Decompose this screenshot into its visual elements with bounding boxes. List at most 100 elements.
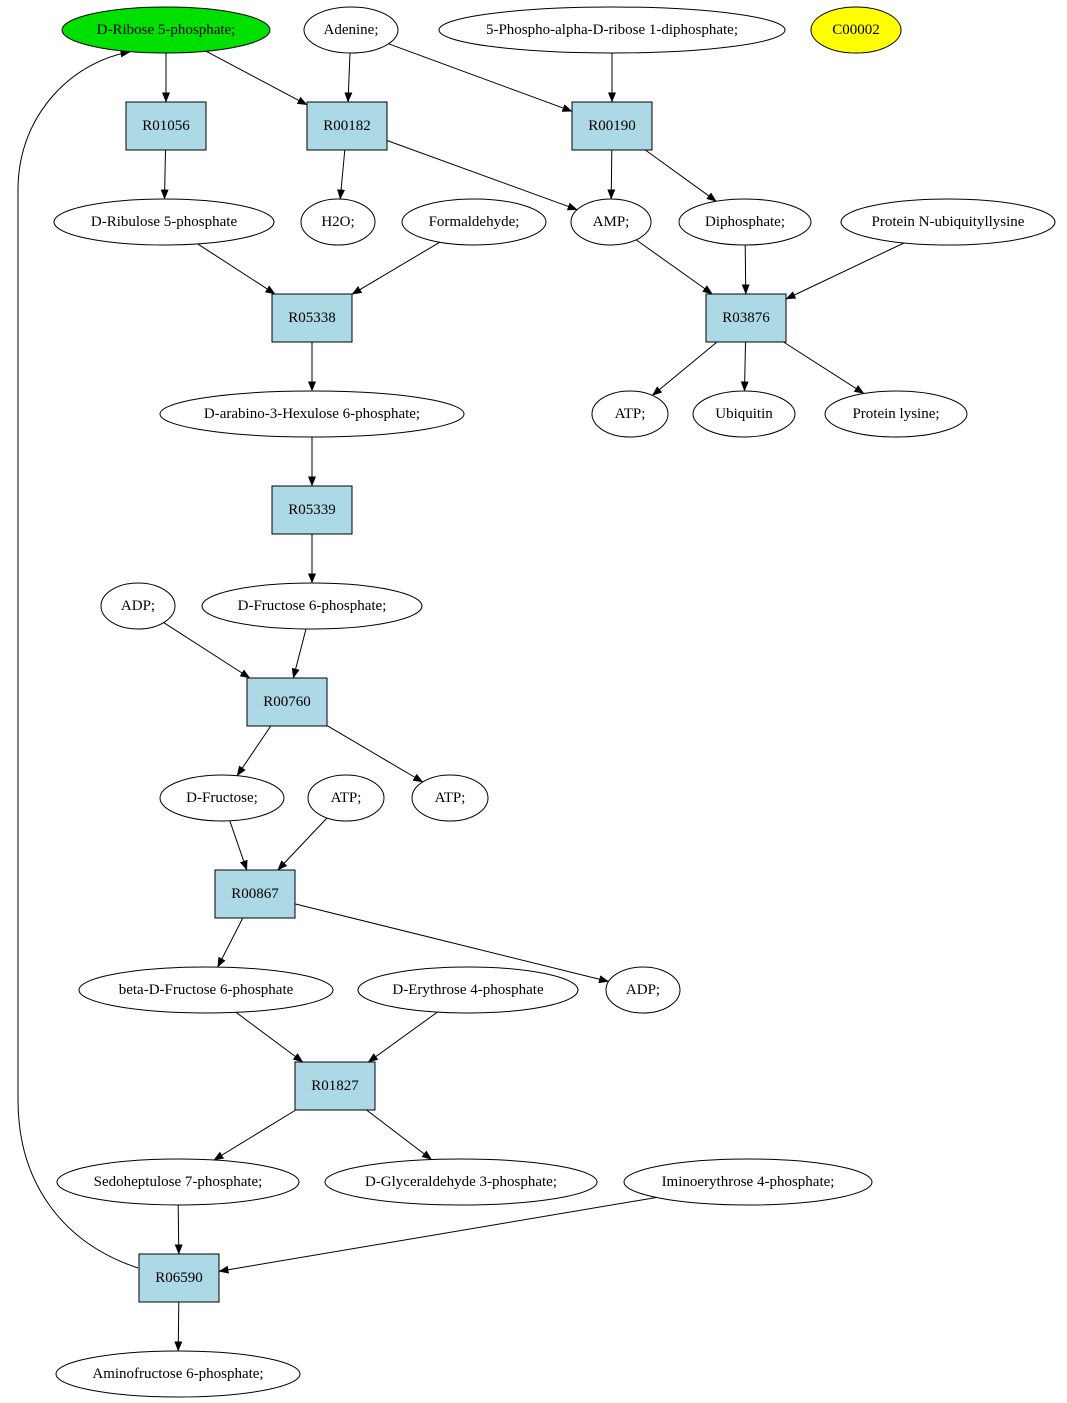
edge-sed7p-to-R06590	[174, 1204, 183, 1255]
edge-fructose-to-R00867	[229, 820, 248, 871]
reaction-box	[214, 869, 296, 919]
edge-R00867-to-bfru6p	[217, 917, 244, 968]
edge-R00190-to-diphosphate	[645, 149, 717, 202]
reaction-node-R06590[interactable]: R06590	[138, 1253, 220, 1303]
compound-ellipse	[303, 6, 399, 54]
reaction-node-R00182[interactable]: R00182	[306, 101, 388, 151]
compound-ellipse	[401, 198, 547, 246]
node-label: D-arabino-3-Hexulose 6-phosphate;	[204, 406, 420, 422]
edge-R01827-to-sed7p	[213, 1109, 297, 1161]
edge-formaldehyde-to-R05338	[351, 241, 441, 295]
compound-ellipse	[61, 6, 271, 54]
reaction-node-R01827[interactable]: R01827	[294, 1061, 376, 1111]
node-label: R05339	[288, 502, 336, 518]
reaction-node-R01056[interactable]: R01056	[125, 101, 207, 151]
compound-ellipse	[300, 198, 376, 246]
edge-amp-to-R03876	[635, 239, 713, 295]
node-label: Formaldehyde;	[429, 214, 520, 230]
reaction-node-R05338[interactable]: R05338	[271, 293, 353, 343]
edge-fru6p-to-R00760	[291, 628, 307, 679]
reaction-box	[294, 1061, 376, 1111]
node-label: R00760	[263, 694, 311, 710]
edge-ribu5p-to-R05338	[197, 243, 276, 295]
compound-node-ery4p[interactable]: D-Erythrose 4-phosphate	[357, 966, 579, 1014]
edge-adp_top-to-R00760	[163, 622, 251, 679]
compound-node-fru6p[interactable]: D-Fructose 6-phosphate;	[201, 582, 423, 630]
reaction-node-R03876[interactable]: R03876	[705, 293, 787, 343]
reaction-box	[138, 1253, 220, 1303]
reaction-box	[125, 101, 207, 151]
compound-node-formaldehyde[interactable]: Formaldehyde;	[401, 198, 547, 246]
compound-node-iminoery[interactable]: Iminoerythrose 4-phosphate;	[623, 1158, 873, 1206]
compound-node-adp_top[interactable]: ADP;	[100, 582, 176, 630]
compound-node-h2o[interactable]: H2O;	[300, 198, 376, 246]
compound-node-atp_mid[interactable]: ATP;	[307, 774, 385, 822]
node-label: 5-Phospho-alpha-D-ribose 1-diphosphate;	[486, 22, 738, 38]
compound-node-rib5p[interactable]: D-Ribose 5-phosphate;	[61, 6, 271, 54]
compound-node-bfru6p[interactable]: beta-D-Fructose 6-phosphate	[78, 966, 334, 1014]
compound-ellipse	[324, 1158, 598, 1206]
edge-R03876-to-protlys	[783, 341, 865, 394]
node-label: Iminoerythrose 4-phosphate;	[662, 1174, 835, 1190]
node-label: R00867	[231, 886, 279, 902]
reaction-node-R00867[interactable]: R00867	[214, 869, 296, 919]
reaction-node-R00760[interactable]: R00760	[246, 677, 328, 727]
edge-diphosphate-to-R03876	[741, 244, 750, 295]
compound-node-hexulose[interactable]: D-arabino-3-Hexulose 6-phosphate;	[159, 390, 465, 438]
compound-node-ribu5p[interactable]: D-Ribulose 5-phosphate	[53, 198, 275, 246]
node-label: D-Fructose;	[186, 790, 258, 806]
compound-ellipse	[201, 582, 423, 630]
compound-node-atp_top[interactable]: ATP;	[591, 390, 669, 438]
compound-ellipse	[159, 390, 465, 438]
node-label: Protein N-ubiquityllysine	[872, 214, 1025, 230]
node-label: C00002	[832, 22, 880, 38]
compound-ellipse	[591, 390, 669, 438]
node-label: R01056	[142, 118, 190, 134]
edge-R06590-to-rib5p	[17, 49, 139, 1269]
compound-ellipse	[824, 390, 968, 438]
compound-node-sed7p[interactable]: Sedoheptulose 7-phosphate;	[56, 1158, 300, 1206]
compound-ellipse	[357, 966, 579, 1014]
edge-R00867-to-adp_bottom	[294, 903, 610, 984]
reaction-box	[246, 677, 328, 727]
reaction-node-R00190[interactable]: R00190	[571, 101, 653, 151]
compound-ellipse	[56, 1158, 300, 1206]
compound-node-adp_bottom[interactable]: ADP;	[605, 966, 681, 1014]
edge-R00190-to-amp	[607, 149, 616, 200]
reaction-box	[271, 485, 353, 535]
compound-ellipse	[623, 1158, 873, 1206]
compound-ellipse	[307, 774, 385, 822]
node-label: Aminofructose 6-phosphate;	[92, 1366, 263, 1382]
node-label: R03876	[722, 310, 770, 326]
compound-node-diphosphate[interactable]: Diphosphate;	[678, 198, 812, 246]
edges-layer	[17, 43, 905, 1352]
compound-ellipse	[570, 198, 652, 246]
node-label: R06590	[155, 1270, 203, 1286]
compound-node-protnub[interactable]: Protein N-ubiquityllysine	[840, 198, 1056, 246]
node-label: beta-D-Fructose 6-phosphate	[119, 982, 294, 998]
edge-ery4p-to-R01827	[367, 1011, 438, 1063]
nodes-layer: D-Ribose 5-phosphate; Adenine; 5-Phospho-a…	[53, 6, 1056, 1398]
compound-node-protlys[interactable]: Protein lysine;	[824, 390, 968, 438]
compound-node-amp[interactable]: AMP;	[570, 198, 652, 246]
node-label: R01827	[311, 1078, 359, 1094]
compound-node-atp_right[interactable]: ATP;	[411, 774, 489, 822]
compound-node-prpp[interactable]: 5-Phospho-alpha-D-ribose 1-diphosphate;	[438, 6, 786, 54]
reaction-box	[271, 293, 353, 343]
compound-node-adenine[interactable]: Adenine;	[303, 6, 399, 54]
compound-node-aminofru[interactable]: Aminofructose 6-phosphate;	[55, 1350, 301, 1398]
compound-node-fructose[interactable]: D-Fructose;	[159, 774, 285, 822]
node-label: D-Ribulose 5-phosphate	[91, 214, 238, 230]
reaction-node-R05339[interactable]: R05339	[271, 485, 353, 535]
compound-ellipse	[810, 6, 902, 54]
node-label: Adenine;	[324, 22, 379, 38]
edge-iminoery-to-R06590	[218, 1197, 657, 1274]
compound-node-gap[interactable]: D-Glyceraldehyde 3-phosphate;	[324, 1158, 598, 1206]
compound-node-ubiquitin[interactable]: Ubiquitin	[692, 390, 796, 438]
compound-ellipse	[605, 966, 681, 1014]
compound-ellipse	[678, 198, 812, 246]
node-label: H2O;	[321, 214, 354, 230]
compound-node-c00002[interactable]: C00002	[810, 6, 902, 54]
